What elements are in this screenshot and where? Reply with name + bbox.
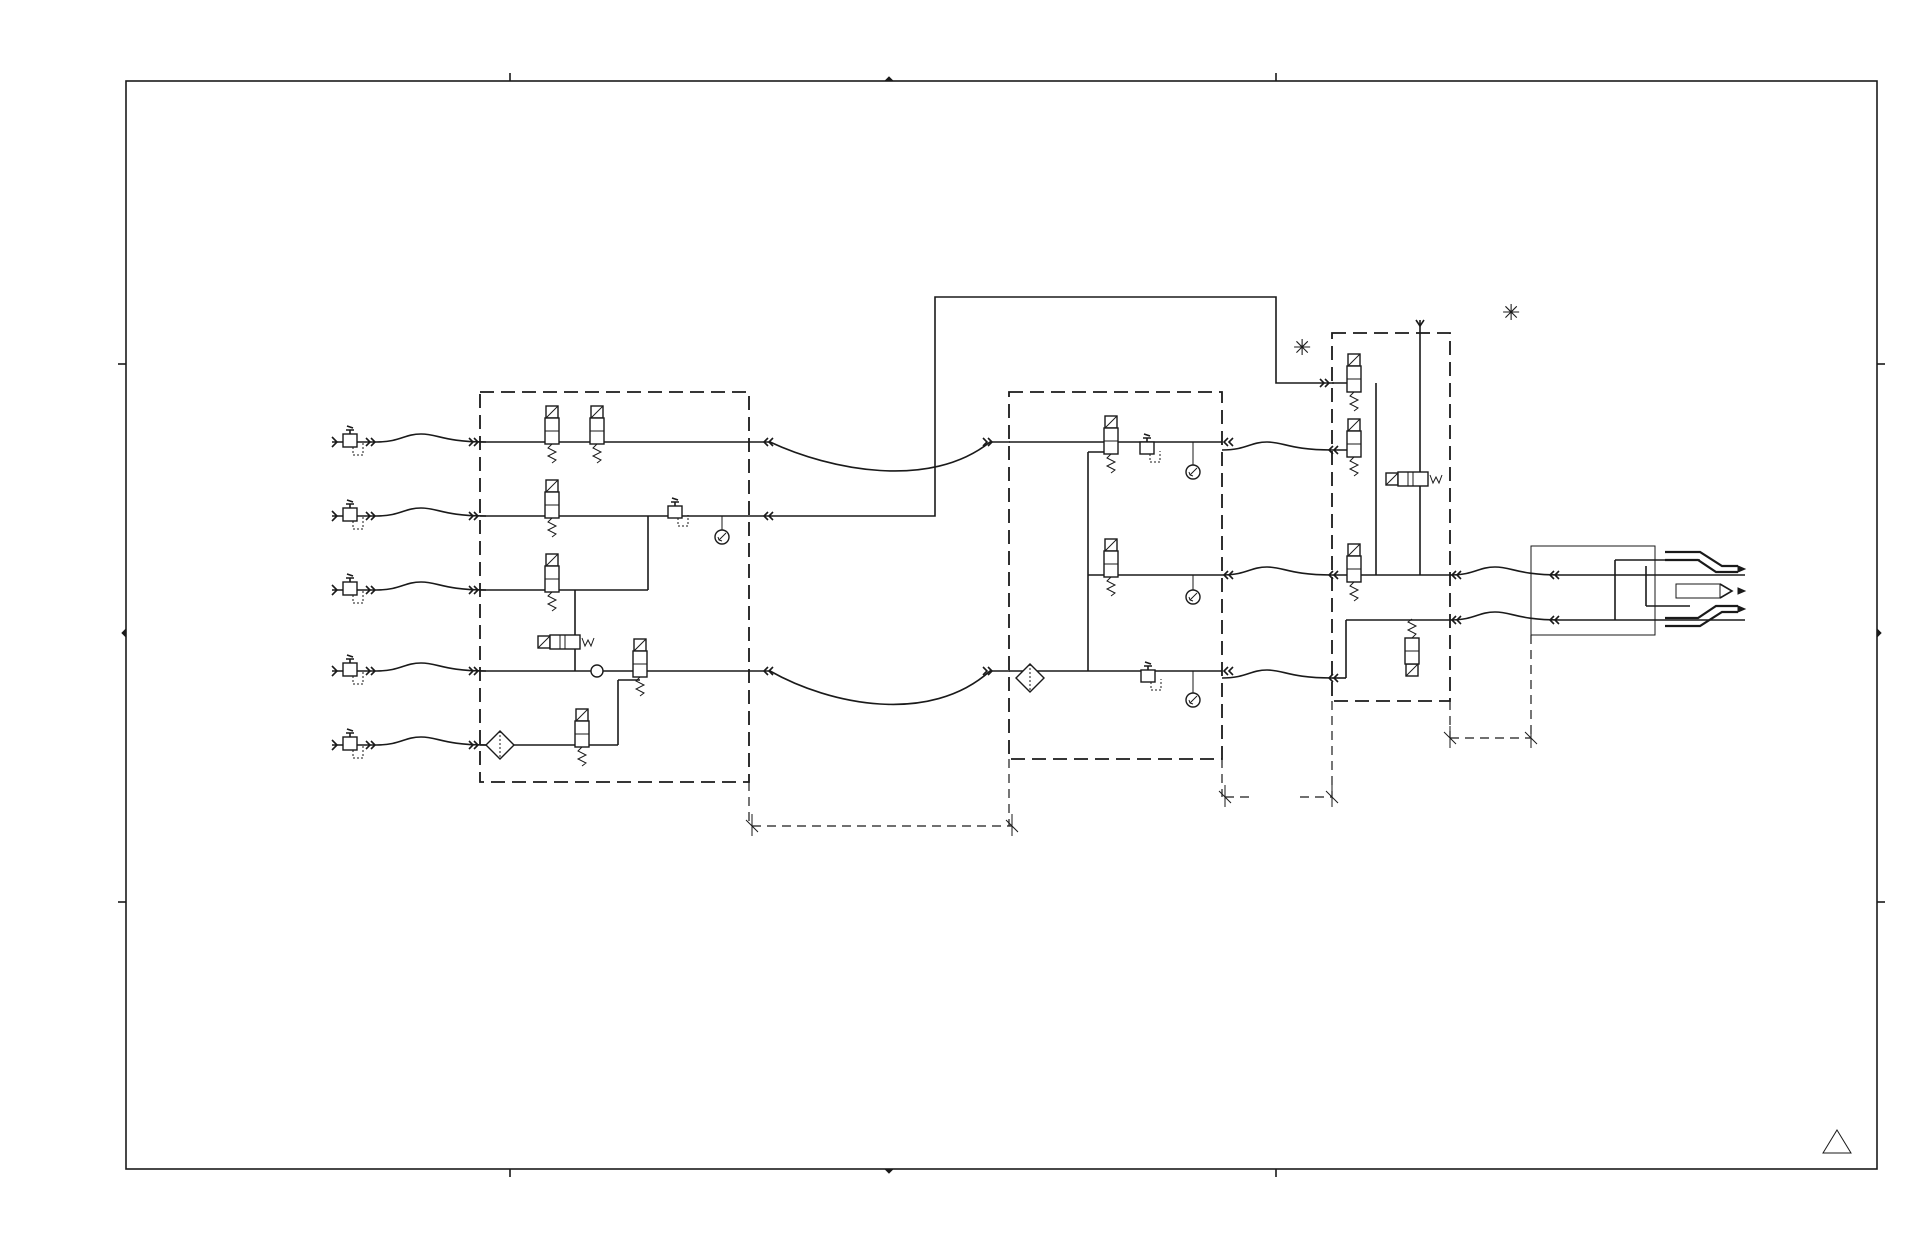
drawing-frame (118, 73, 1885, 1177)
end-effector (1530, 545, 1747, 636)
right-manifold (1331, 319, 1451, 702)
output-hoses (1449, 566, 1561, 625)
dimension-lines (745, 635, 1538, 837)
middle-right-hoses (1221, 441, 1339, 683)
inter-unit-hoses (749, 296, 1334, 706)
asterisk-mark: ✳ (1502, 301, 1520, 326)
supply-inlets (331, 425, 487, 759)
asterisk-mark: ✳ (1293, 336, 1311, 361)
left-manifold (479, 391, 774, 783)
triangle-icon (1822, 1129, 1852, 1154)
check-valve (590, 664, 604, 678)
middle-manifold (1008, 391, 1234, 760)
